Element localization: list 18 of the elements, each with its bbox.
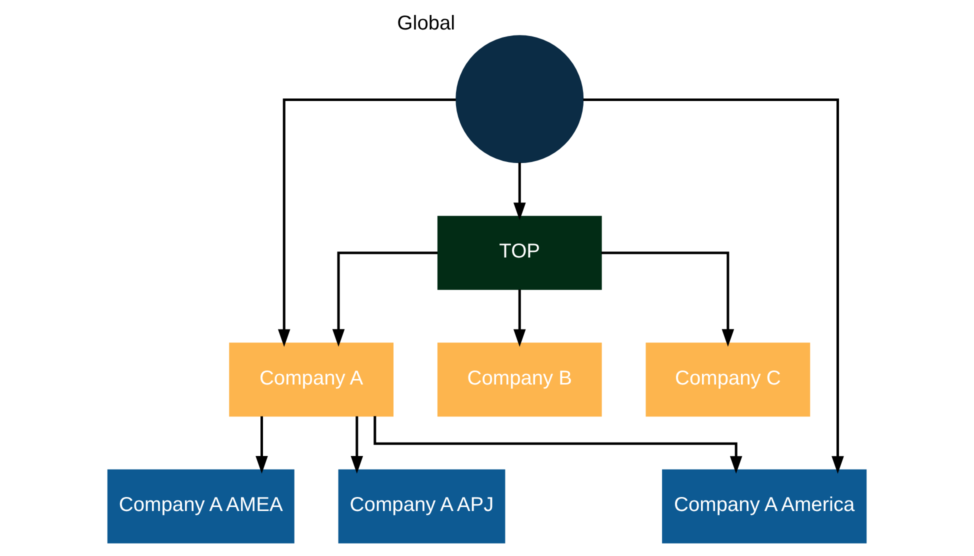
arrow	[256, 416, 268, 474]
arrow	[332, 252, 438, 347]
arrow	[278, 98, 456, 347]
node-box: TOP	[437, 216, 602, 290]
node-box: Company A AMEA	[107, 469, 294, 544]
arrow	[601, 252, 734, 347]
node-box: Company C	[646, 342, 810, 417]
node-label: Global	[397, 12, 456, 34]
node-box: Company A America	[662, 469, 867, 544]
arrow	[513, 162, 526, 220]
node-box: Company A	[229, 342, 394, 417]
arrow	[513, 290, 526, 347]
node-box: Company A APJ	[338, 469, 506, 544]
arrow	[374, 416, 742, 474]
arrow	[350, 416, 364, 474]
arrow	[583, 98, 844, 474]
node-globe	[456, 35, 584, 164]
node-box: Company B	[437, 342, 602, 417]
